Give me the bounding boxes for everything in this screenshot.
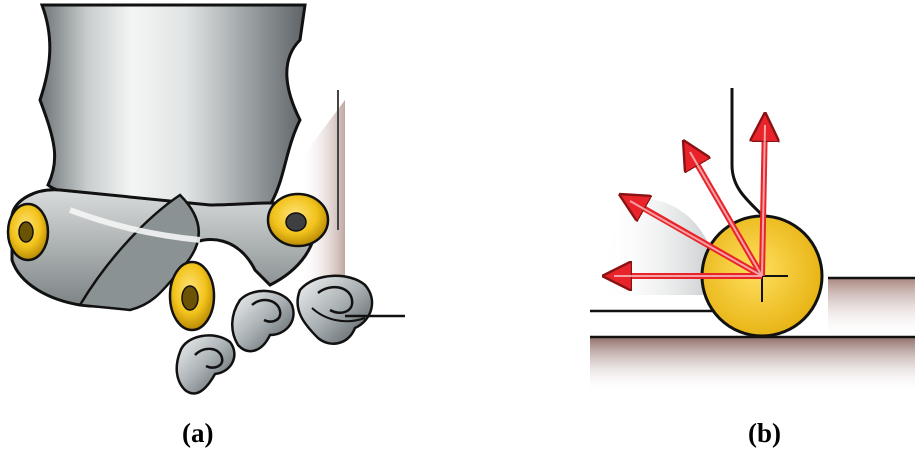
panel-a-milling-cutter (0, 0, 420, 410)
milling-cutter-illustration (0, 0, 420, 410)
panel-b-force-diagram (560, 70, 915, 400)
cutter-shank (40, 5, 305, 205)
force-direction-illustration (560, 70, 915, 400)
cutter-edge (732, 88, 765, 218)
workpiece-shadow (828, 278, 915, 338)
caption-b: (b) (748, 420, 781, 447)
caption-a: (a) (182, 420, 213, 447)
